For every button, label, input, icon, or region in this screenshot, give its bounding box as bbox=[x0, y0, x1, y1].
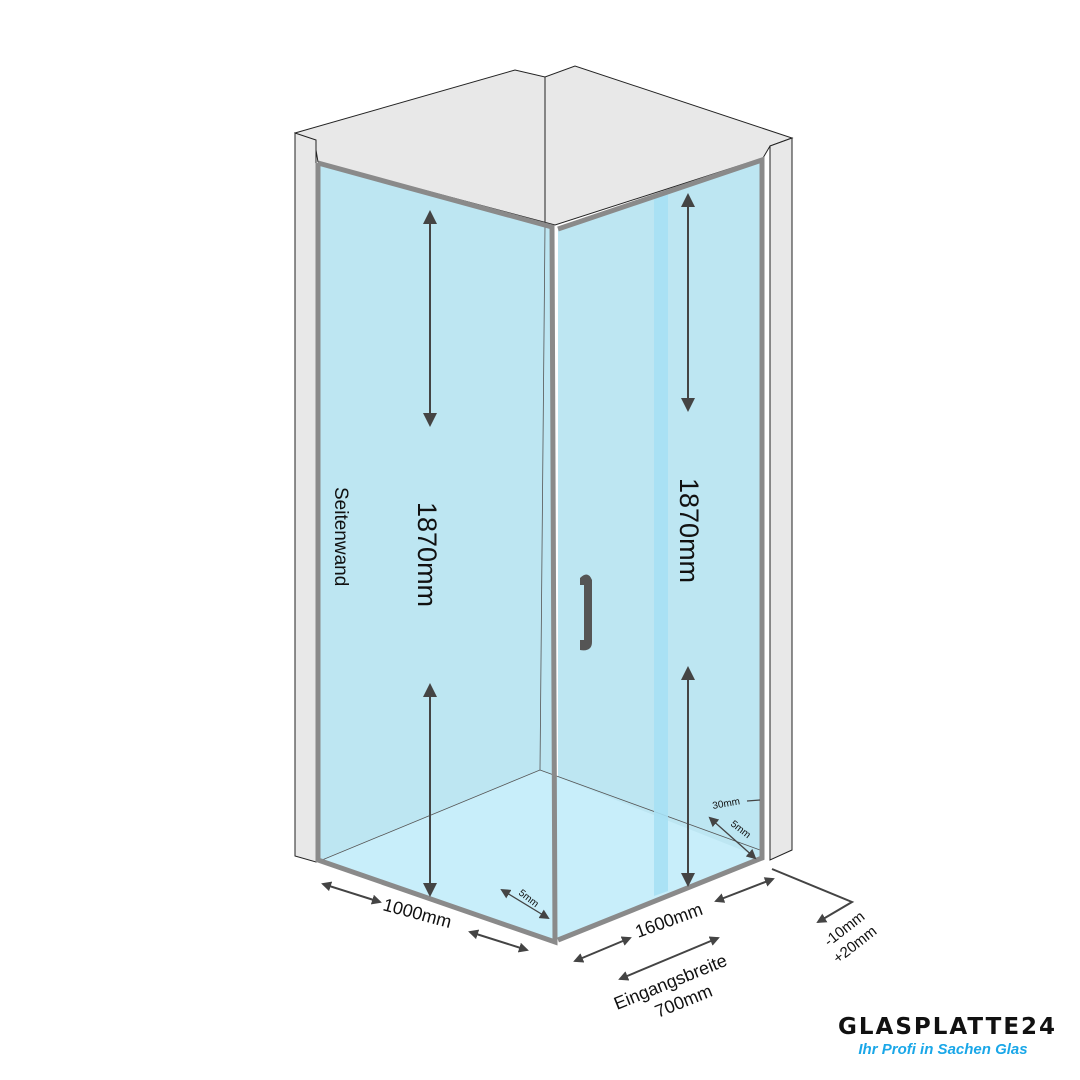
side-wall-label: Seitenwand bbox=[330, 487, 351, 586]
left-wall bbox=[294, 132, 317, 863]
brand-logo: GLASPLATTE24 Ihr Profi in Sachen Glas bbox=[838, 1014, 1058, 1058]
brand-name: GLASPLATTE24 bbox=[838, 1014, 1058, 1040]
fixed-panel-overlap bbox=[654, 191, 668, 896]
height-label-right: 1870mm bbox=[674, 478, 704, 583]
adjustment-arrow bbox=[771, 868, 855, 924]
side-width-arrow-left bbox=[321, 881, 382, 905]
entrance-width-arrow bbox=[618, 936, 720, 981]
floor bbox=[320, 770, 762, 940]
front-width-arrow-left bbox=[573, 936, 632, 963]
gap-arrow-right bbox=[708, 816, 757, 860]
gap-arrow-left bbox=[500, 888, 550, 920]
side-width-arrow-right bbox=[468, 929, 529, 953]
door-handle bbox=[580, 574, 592, 651]
right-wall bbox=[769, 137, 793, 861]
front-width-arrow-right bbox=[714, 877, 775, 903]
brand-tagline: Ihr Profi in Sachen Glas bbox=[858, 1041, 1028, 1058]
height-label-left: 1870mm bbox=[412, 502, 442, 607]
profile-label: 30mm bbox=[712, 796, 741, 812]
profile-leader bbox=[746, 799, 761, 802]
side-glass-panel bbox=[318, 163, 555, 942]
frame-profiles bbox=[315, 156, 765, 946]
